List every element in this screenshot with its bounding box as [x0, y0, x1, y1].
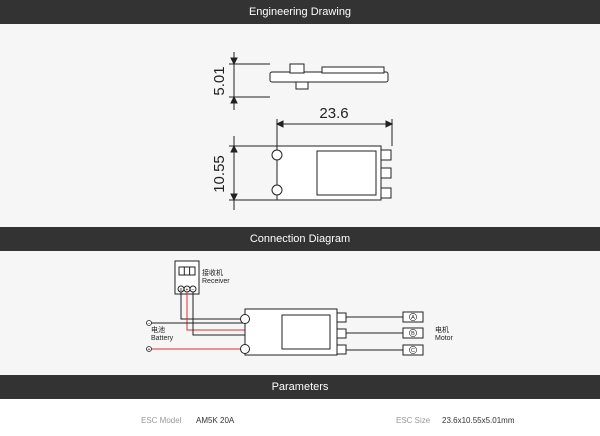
- motor-phase-a: A: [411, 315, 415, 321]
- battery-wires: [149, 322, 245, 350]
- width-dimension-label: 10.55: [211, 155, 228, 193]
- esc-model-label: ESC Model: [141, 416, 182, 425]
- esc-body: [240, 308, 347, 356]
- battery-label-cn: 电池: [151, 325, 165, 334]
- receiver-wires: [180, 292, 245, 336]
- connection-diagram-header: Connection Diagram: [0, 227, 600, 251]
- parameters-header: Parameters: [0, 375, 600, 399]
- height-dimension: [229, 52, 270, 110]
- parameters-title: Parameters: [271, 381, 329, 393]
- battery-positive-symbol: +: [148, 347, 151, 353]
- receiver-minus-pin: −: [192, 287, 195, 293]
- motor-label-cn: 电机: [435, 325, 449, 334]
- battery-negative-symbol: −: [148, 321, 151, 327]
- esc-size-value: 23.6x10.55x5.01mm: [442, 416, 515, 425]
- motor-phase-b: B: [411, 331, 415, 337]
- motor-wires: [346, 316, 403, 351]
- connection-diagram-svg: S + − 接收机 Receiver − + 电池 Battery: [146, 260, 454, 356]
- width-dimension: [229, 136, 277, 210]
- length-dimension-label: 23.6: [319, 105, 348, 122]
- battery-positive-terminal: [146, 346, 152, 352]
- receiver-signal-pin: S: [179, 287, 182, 292]
- battery-negative-terminal: [146, 320, 152, 326]
- receiver-label-en: Receiver: [202, 278, 230, 285]
- receiver-plus-pin: +: [186, 287, 189, 293]
- esc-top-view: [271, 145, 392, 201]
- engineering-drawing-title: Engineering Drawing: [248, 6, 352, 18]
- connection-diagram-panel: S + − 接收机 Receiver − + 电池 Battery: [0, 251, 600, 375]
- receiver-module: [174, 260, 200, 295]
- length-dimension: [275, 119, 394, 146]
- receiver-label-cn: 接收机: [202, 268, 223, 277]
- engineering-drawing-svg: 5.01 23.6 10.55: [211, 52, 394, 210]
- parameters-panel: ESC Model AM5K 20A ESC Size 23.6x10.55x5…: [0, 399, 600, 436]
- esc-side-view: [269, 63, 389, 90]
- esc-model-value: AM5K 20A: [196, 416, 235, 425]
- esc-size-label: ESC Size: [396, 416, 431, 425]
- engineering-drawing-header: Engineering Drawing: [0, 0, 600, 24]
- engineering-drawing-panel: 5.01 23.6 10.55: [0, 24, 600, 227]
- connection-diagram-title: Connection Diagram: [249, 233, 351, 245]
- motor-phase-terminals: [402, 311, 424, 356]
- motor-phase-c: C: [411, 348, 415, 354]
- battery-label-en: Battery: [151, 335, 174, 342]
- height-dimension-label: 5.01: [211, 66, 228, 95]
- motor-label-en: Motor: [435, 335, 454, 342]
